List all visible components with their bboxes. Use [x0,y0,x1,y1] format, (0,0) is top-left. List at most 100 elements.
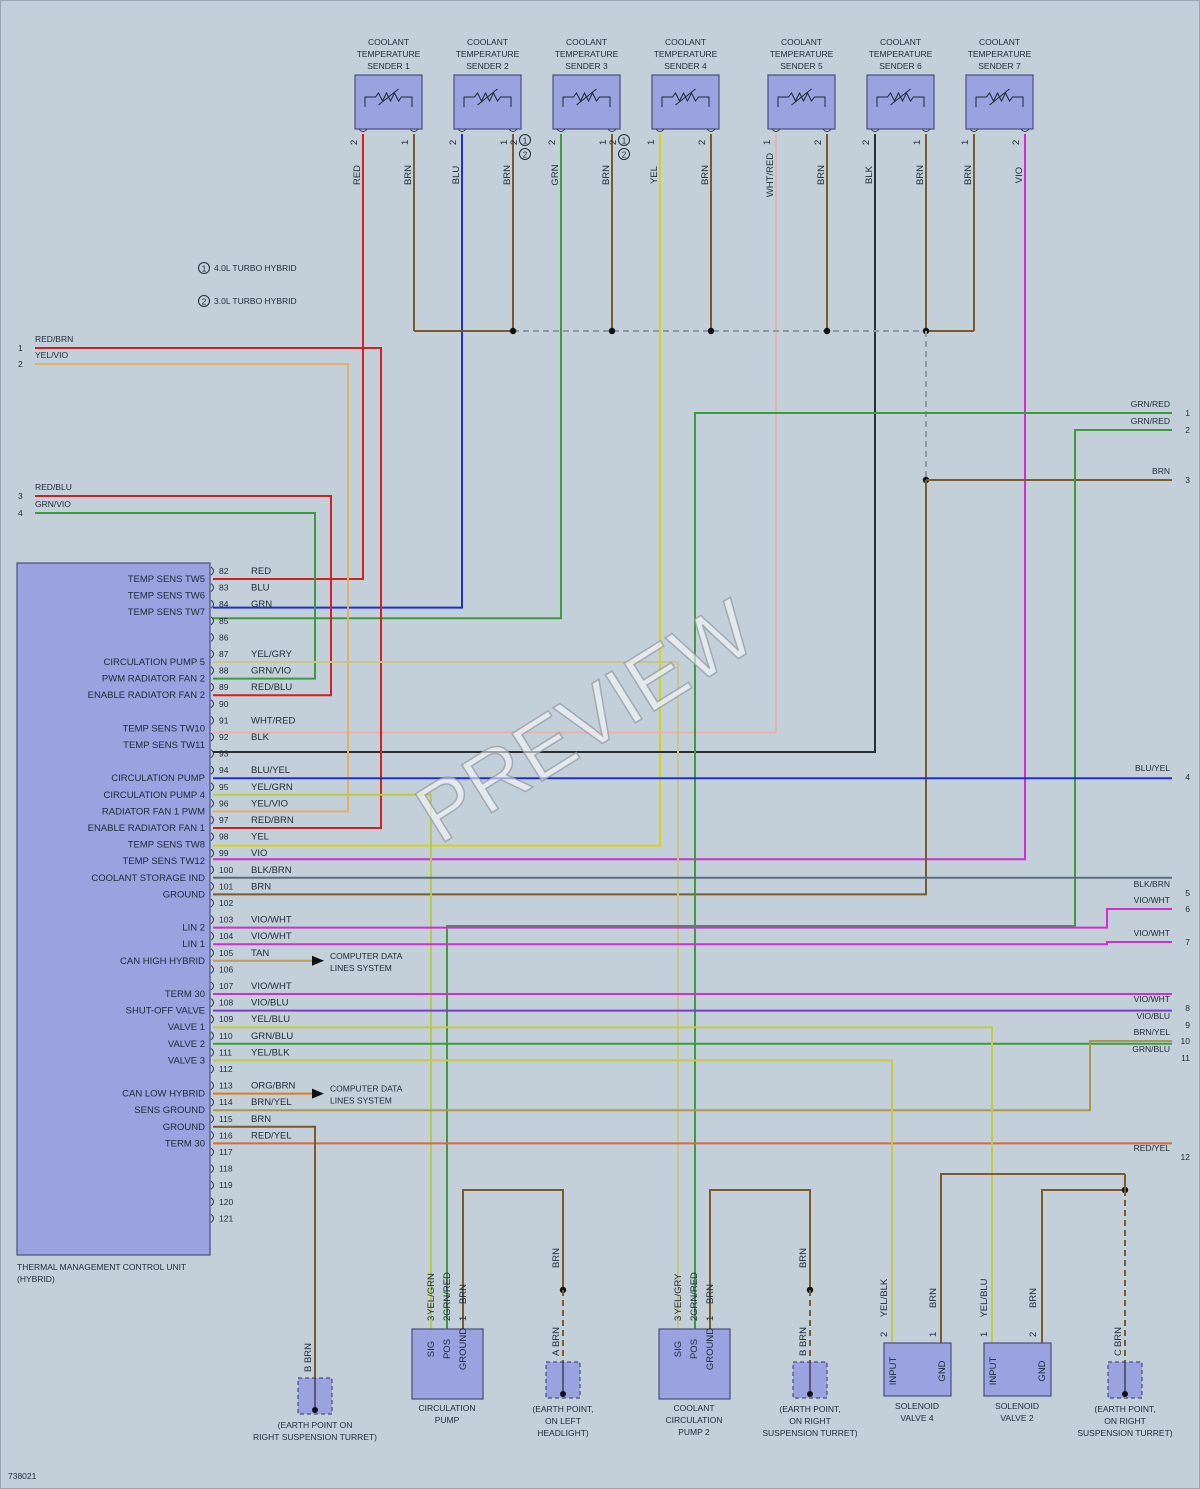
cu-pin-number: 102 [219,898,233,908]
valve-pin-function: GND [937,1360,948,1381]
wire-red-brn-conn1 [35,347,382,829]
pin-terminal [210,1097,214,1107]
sender-wire-color: BRN [403,165,414,185]
control-unit-name: (HYBRID) [17,1274,55,1284]
sender-pin-number: 1 [762,140,773,145]
valve-wire-color: YEL/BLU [979,1278,990,1317]
wire-grn-red-pump2-pos [694,412,1172,1329]
pin-terminal [210,583,214,592]
pin-terminal [210,666,214,675]
cu-pin-function: TEMP SENS TW8 [128,840,205,851]
cu-pin-number: 98 [219,832,229,842]
cu-pin-function: CAN LOW HYBRID [122,1089,205,1100]
right-connector-number: 8 [1185,1003,1190,1013]
cu-pin-wire-color: YEL/BLU [251,1014,290,1025]
sender-wire-color: GRN [550,164,561,185]
wire-vio-wht-conn6 [213,908,1172,929]
right-connector-number: 10 [1181,1036,1191,1046]
cu-pin-number: 120 [219,1197,233,1207]
valve-pin-function: INPUT [988,1357,999,1386]
cu-pin-function: TEMP SENS TW5 [128,574,205,585]
cu-pin-wire-color: YEL/BLK [251,1047,290,1058]
cu-pin-wire-color: BRN/YEL [251,1097,292,1108]
pin-terminal [210,1014,214,1024]
cu-pin-number: 119 [219,1180,233,1190]
pump-name: CIRCULATION [666,1415,723,1425]
sender-wire-color: BRN [601,165,612,185]
pin-terminal [210,716,214,725]
pin-terminal [969,128,979,132]
pin-terminal [210,948,214,958]
valve-name: SOLENOID [895,1401,939,1411]
sender-name: SENDER 1 [367,61,410,71]
cu-pin-wire-color: BLK/BRN [251,865,292,876]
coolant-temperature-sender [767,74,836,130]
right-connector-wire: GRN/RED [1131,416,1170,426]
pin-terminal [210,832,214,841]
pin-terminal [210,749,214,758]
cu-pin-function: TEMP SENS TW12 [122,856,205,867]
ground-bus-splice [707,327,715,335]
ground-wire-color: BRN [798,1327,809,1347]
wire-yel-vio-conn2 [35,363,349,813]
pump-wire-color: GRN/RED [689,1272,700,1316]
sender-wire-color: VIO [1014,167,1025,183]
cu-pin-number: 82 [219,566,229,576]
pump-wire-color: BRN [705,1284,716,1304]
coolant-temperature-sender [866,74,935,130]
cu-pin-function: TEMP SENS TW10 [122,723,205,734]
ground-bus-splice [509,327,517,335]
sender-name: SENDER 7 [978,61,1021,71]
right-connector-number: 11 [1181,1053,1190,1063]
sender-name: COOLANT [880,37,921,47]
ground-icon [807,1391,813,1397]
cu-pin-function: ENABLE RADIATOR FAN 1 [88,823,205,834]
ground-name: ON RIGHT [1104,1416,1146,1426]
valve-wire-color: YEL/BLK [879,1278,890,1317]
pin-terminal [771,128,781,132]
pin-terminal [1020,128,1030,132]
cu-pin-function: COOLANT STORAGE IND [91,873,205,884]
wire-wht-red-sender5 [213,134,777,734]
sender-name: COOLANT [368,37,409,47]
sender-wire-color: BRN [700,165,711,185]
ground-name: (EARTH POINT, [532,1404,593,1414]
cu-pin-function: CIRCULATION PUMP 5 [103,657,205,668]
pin-terminal [210,616,214,626]
sender-wire-color: WHT/RED [765,153,776,197]
cu-pin-wire-color: GRN [251,599,272,610]
cu-pin-function: CIRCULATION PUMP [111,773,205,784]
wire-grn-vio-conn4 [35,512,316,680]
ground-name: ON LEFT [545,1416,581,1426]
pin-terminal [210,1147,214,1157]
wire-blk-sender6 [213,134,876,753]
cu-pin-function: TERM 30 [165,989,205,1000]
cu-pin-wire-color: RED/BLU [251,682,292,693]
ground-icon [312,1407,318,1413]
left-connector-wire: RED/BRN [35,334,73,344]
sender-name: COOLANT [665,37,706,47]
pump-name: CIRCULATION [419,1403,476,1413]
ground-name: SUSPENSION TURRET) [762,1428,857,1438]
left-connector-wire: GRN/VIO [35,499,71,509]
pin-terminal [210,765,214,775]
circulation-pump [411,1328,484,1400]
cu-pin-number: 106 [219,964,233,974]
cu-pin-number: 88 [219,666,229,676]
thermistor-arrow [378,88,399,106]
pin-terminal [508,128,518,132]
cu-pin-function: SENS GROUND [134,1105,205,1116]
cu-pin-number: 114 [219,1097,233,1107]
cu-pin-function: CIRCULATION PUMP 4 [103,790,205,801]
ground-wire-color: BRN [1113,1327,1124,1347]
cu-pin-number: 113 [219,1081,233,1091]
wires-layer [35,134,1172,1378]
pin-terminal [210,799,214,808]
right-connector-wire: VIO/WHT [1134,928,1170,938]
wire-yel-sender4 [213,134,661,847]
coolant-temperature-sender [552,74,621,130]
cu-pin-function: TEMP SENS TW11 [123,740,205,751]
ground-name: (EARTH POINT, [779,1404,840,1414]
cu-pin-number: 104 [219,931,233,941]
ground-bus-splice [823,327,831,335]
